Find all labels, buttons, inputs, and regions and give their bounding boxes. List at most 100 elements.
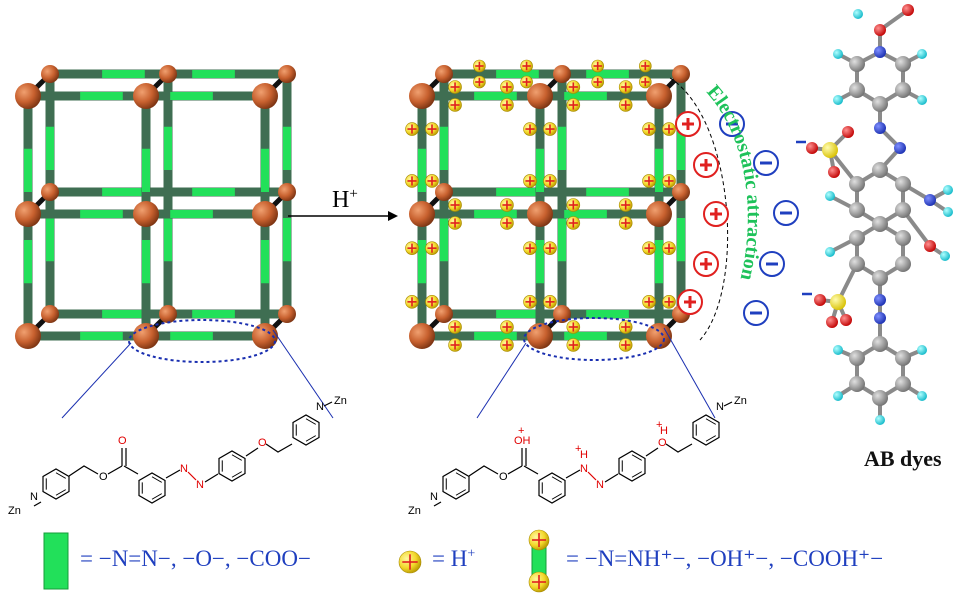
ch2-link-left xyxy=(468,465,499,477)
zoom-callout-left xyxy=(61,319,334,419)
ether-plus: + xyxy=(656,419,662,431)
dye-atom-gray xyxy=(895,376,911,392)
ether-o: O xyxy=(658,437,667,449)
dye-atom-gray xyxy=(872,270,888,286)
front-metal-node xyxy=(527,83,553,109)
back-metal-node xyxy=(159,65,177,83)
carbonyl-oh: OH xyxy=(514,435,531,447)
pyridine-ring-right xyxy=(692,414,720,446)
dye-atom-cyan xyxy=(943,185,953,195)
dye-atom-gray xyxy=(849,350,865,366)
ch2-link-right xyxy=(265,443,293,453)
back-metal-node xyxy=(553,305,571,323)
benzene-ring-mid-double xyxy=(551,476,562,483)
dye-atom-blue xyxy=(874,46,886,58)
front-metal-node xyxy=(133,201,159,227)
zn-dash xyxy=(433,501,442,507)
dye-atom-cyan xyxy=(917,49,927,59)
front-metal-node xyxy=(15,201,41,227)
azo-h: H xyxy=(580,449,588,461)
dye-atom-blue xyxy=(874,312,886,324)
azo-link-2 xyxy=(204,473,219,483)
ester-link xyxy=(107,465,123,475)
back-metal-node xyxy=(672,183,690,201)
dye-atom-cyan xyxy=(825,247,835,257)
back-metal-node xyxy=(278,305,296,323)
dye-atom-cyan xyxy=(875,415,885,425)
azo-n1: N xyxy=(580,463,588,475)
dye-atom-blue xyxy=(924,194,936,206)
dye-atom-red xyxy=(826,316,838,328)
ether-h: H xyxy=(660,425,668,437)
dye-atom-gray xyxy=(849,202,865,218)
framework-protonated xyxy=(405,59,690,352)
dye-atom-gray xyxy=(895,202,911,218)
ether-o: O xyxy=(258,437,267,449)
dye-atom-gray xyxy=(849,176,865,192)
front-metal-node xyxy=(15,83,41,109)
front-metal-node xyxy=(252,83,278,109)
azo-link-1 xyxy=(165,469,181,479)
dye-atom-red xyxy=(806,142,818,154)
dye-atom-gray xyxy=(872,216,888,232)
benzene-ring-mid-double xyxy=(151,493,162,500)
dye-atom-cyan xyxy=(917,391,927,401)
front-metal-node xyxy=(409,323,435,349)
dye-atom-gray xyxy=(849,230,865,246)
ether-link xyxy=(645,447,659,457)
zn-dash xyxy=(33,501,42,507)
carbonyl-o: O xyxy=(118,435,127,447)
dye-atom-yellow xyxy=(822,142,838,158)
front-metal-node xyxy=(252,323,278,349)
pyridine-ring-right-double xyxy=(705,418,716,425)
back-metal-node xyxy=(41,305,59,323)
zn-label-left: Zn xyxy=(8,505,21,517)
charges-group xyxy=(675,111,799,326)
azo-link-2 xyxy=(604,473,619,483)
dye-atom-gray xyxy=(872,390,888,406)
pyridine-ring-left xyxy=(42,468,70,500)
dye-atom-cyan xyxy=(825,191,835,201)
front-metal-node xyxy=(646,83,672,109)
ch2-link-left xyxy=(68,465,99,477)
benzene-ring-mid xyxy=(538,472,566,504)
ester-link xyxy=(507,465,523,475)
front-metal-node xyxy=(646,323,672,349)
zn-label-right: Zn xyxy=(334,395,347,407)
legend-proton-text: = H+ xyxy=(432,546,476,571)
dye-atom-gray xyxy=(895,256,911,272)
pyridine-ring-right xyxy=(292,414,320,446)
pyridine-ring-left-double xyxy=(55,472,66,479)
dye-atom-cyan xyxy=(833,345,843,355)
azo-plus: + xyxy=(575,443,581,455)
dye-atom-gray xyxy=(849,376,865,392)
benzene-ring-right-double xyxy=(631,454,642,461)
dye-atom-red xyxy=(814,294,826,306)
carbonyl-plus: + xyxy=(518,425,524,437)
back-metal-node xyxy=(278,65,296,83)
pyridine-ring-right-double xyxy=(305,418,316,425)
ether-link xyxy=(245,447,259,457)
zn-dash-right xyxy=(323,401,333,407)
dye-atom-gray xyxy=(895,56,911,72)
legend-protonated-linker-icon xyxy=(528,529,550,593)
pyridine-n-right: N xyxy=(316,401,324,413)
pyridine-ring-left-double xyxy=(455,489,466,496)
aryl-link xyxy=(123,465,139,475)
dye-atom-red xyxy=(828,166,840,178)
reaction-arrow xyxy=(288,211,398,221)
back-metal-node xyxy=(435,305,453,323)
dye-atom-blue xyxy=(874,122,886,134)
front-metal-node xyxy=(527,323,553,349)
dye-atom-yellow xyxy=(830,294,846,310)
benzene-ring-right-double xyxy=(231,471,242,478)
ester-o: O xyxy=(99,471,108,483)
aryl-link xyxy=(523,465,539,475)
ester-o: O xyxy=(499,471,508,483)
dye-atom-red xyxy=(840,314,852,326)
attraction-label-path: Electrostatic attraction xyxy=(702,81,765,282)
zoom-callout-right xyxy=(476,317,716,419)
front-metal-node xyxy=(409,83,435,109)
back-metal-node xyxy=(672,65,690,83)
ch2-link-right xyxy=(665,443,693,453)
